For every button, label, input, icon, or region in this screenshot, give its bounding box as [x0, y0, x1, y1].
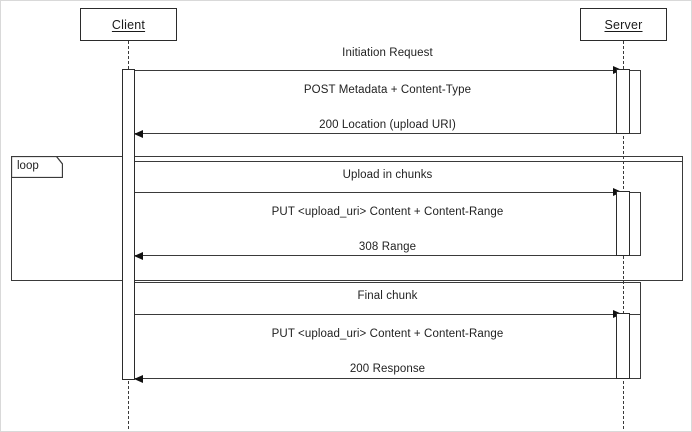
participant-server-label: Server [604, 17, 643, 32]
message-label-200-location: 200 Location (upload URI) [319, 119, 456, 131]
activation-bar-client [122, 69, 135, 380]
activation-bar-server-initiation [616, 69, 630, 134]
message-label-200-response: 200 Response [349, 363, 426, 375]
participant-client-label: Client [111, 17, 146, 32]
participant-server[interactable]: Server [580, 8, 667, 41]
arrowhead-308-range [134, 251, 143, 260]
activation-bar-server-chunk [616, 191, 630, 256]
arrowhead-200-response [134, 374, 143, 383]
loop-fragment-tab [11, 156, 63, 178]
participant-client[interactable]: Client [80, 8, 177, 41]
section-header-upload-chunks: Upload in chunks [342, 169, 433, 181]
message-label-put-final-chunk: PUT <upload_uri> Content + Content-Range [271, 328, 504, 340]
arrowhead-200-location [134, 129, 143, 138]
message-label-308-range: 308 Range [358, 241, 417, 253]
message-label-put-chunk: PUT <upload_uri> Content + Content-Range [271, 206, 504, 218]
activation-bar-server-final [616, 313, 630, 379]
section-header-initiation: Initiation Request [342, 47, 433, 59]
loop-fragment-label: loop [17, 160, 39, 172]
message-label-post-metadata: POST Metadata + Content-Type [303, 84, 472, 96]
section-header-final-chunk: Final chunk [357, 290, 418, 302]
